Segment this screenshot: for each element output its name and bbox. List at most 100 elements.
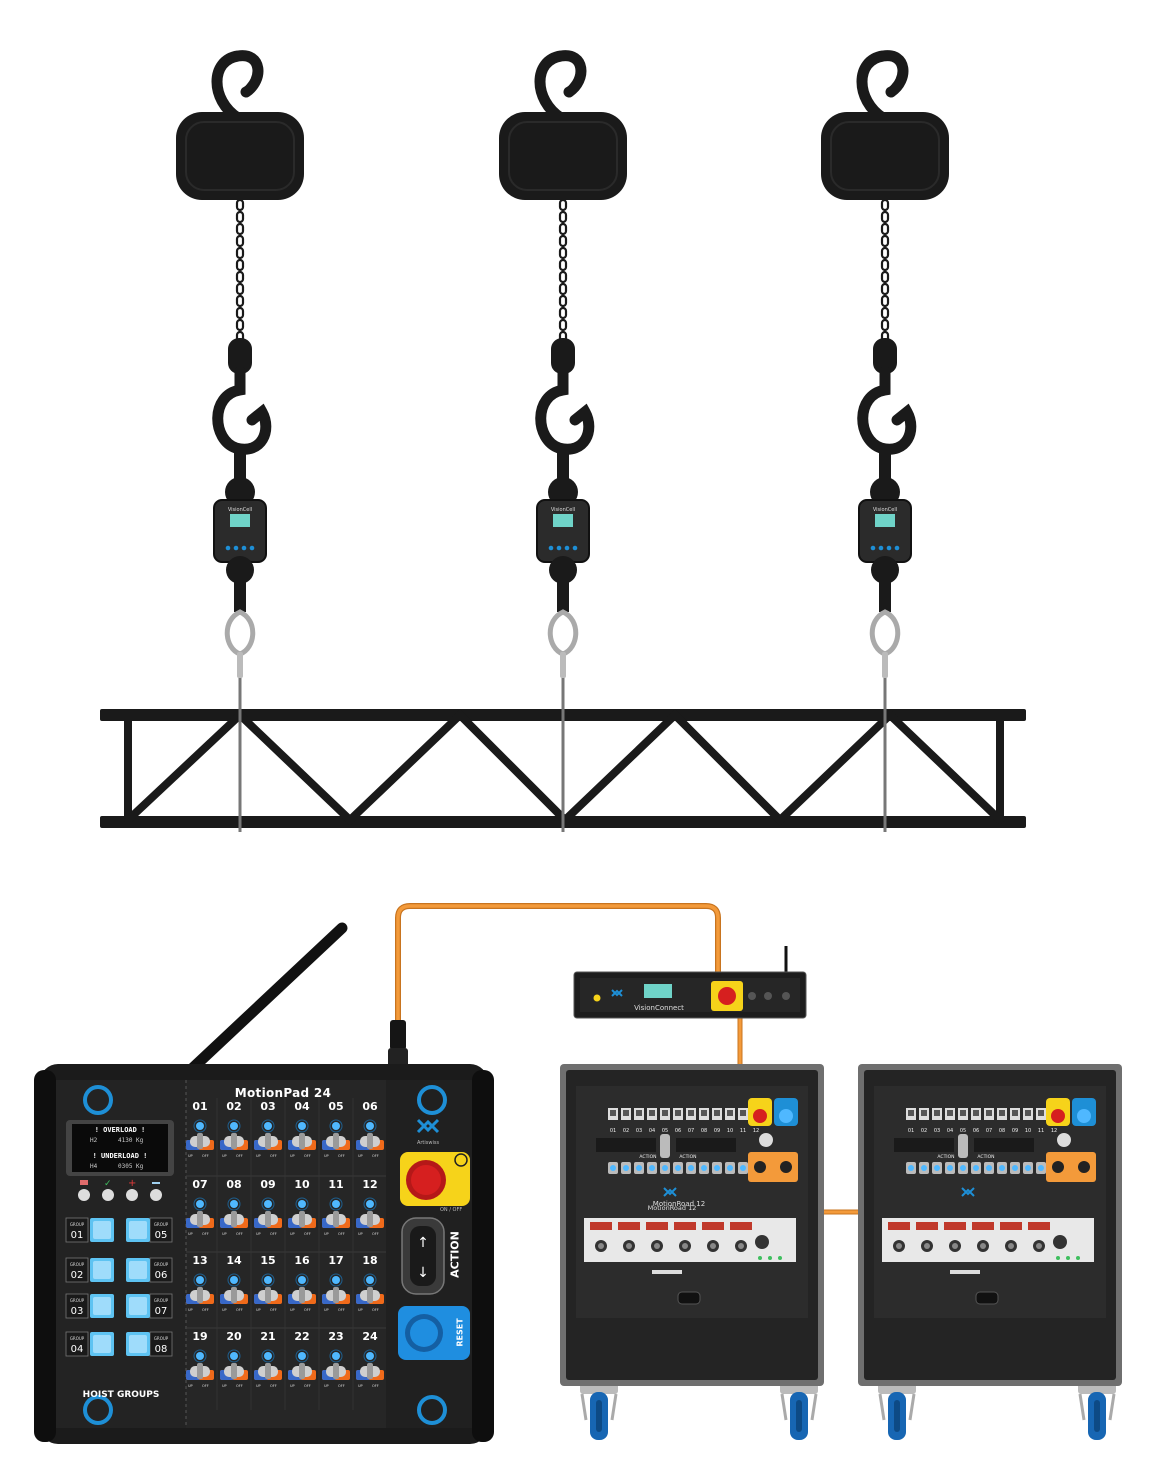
rack-channel-number: 11 — [740, 1128, 746, 1134]
toggle-label-up: UP — [358, 1308, 363, 1312]
channel-number: 11 — [328, 1178, 343, 1191]
group-button-06[interactable]: GROUP 06 — [126, 1257, 173, 1283]
toggle-label-off: OFF — [338, 1154, 345, 1158]
emergency-stop-button[interactable] — [400, 1152, 470, 1206]
channel-number: 03 — [260, 1100, 275, 1113]
rack-channel-number: 10 — [727, 1128, 733, 1134]
chain-hoist-icon: VisionCell — [821, 50, 949, 832]
group-button-08[interactable]: GROUP 08 — [126, 1331, 173, 1357]
channel-number: 23 — [328, 1330, 343, 1343]
channel-number: 09 — [260, 1178, 275, 1191]
toggle-label-off: OFF — [372, 1384, 379, 1388]
toggle-label-up: UP — [290, 1308, 295, 1312]
toggle-label-up: UP — [188, 1308, 193, 1312]
toggle-label-up: UP — [256, 1308, 261, 1312]
reset-label: RESET — [455, 1318, 465, 1347]
toggle-label-off: OFF — [372, 1232, 379, 1236]
rack-channel-number: 02 — [623, 1128, 629, 1134]
rack-action-label: ACTION — [977, 1154, 994, 1160]
group-number: 04 — [71, 1344, 84, 1355]
display-hoist-id-1: H2 — [90, 1137, 98, 1144]
loadcell-label: VisionCell — [228, 507, 252, 513]
chain-hoist-icon: VisionCell — [176, 50, 304, 832]
onoff-label: ON / OFF — [440, 1207, 463, 1213]
corner-ring-icon — [83, 1085, 447, 1425]
toggle-label-off: OFF — [338, 1232, 345, 1236]
hoist-groups-label: HOIST GROUPS — [82, 1390, 160, 1400]
toggle-label-up: UP — [324, 1232, 329, 1236]
rack-channel-number: 01 — [908, 1128, 914, 1134]
rack-channel-number: 08 — [701, 1128, 707, 1134]
channel-number: 13 — [192, 1254, 207, 1267]
channel-number: 12 — [362, 1178, 377, 1191]
group-word: GROUP — [154, 1262, 169, 1267]
channel-number: 20 — [226, 1330, 242, 1343]
menu-buttons: ✓ + — [78, 1178, 162, 1201]
group-number: 06 — [155, 1270, 168, 1281]
group-word: GROUP — [154, 1298, 169, 1303]
group-word: GROUP — [154, 1336, 169, 1341]
toggle-label-off: OFF — [236, 1308, 243, 1312]
rack-channel-number: 10 — [1025, 1128, 1031, 1134]
toggle-label-off: OFF — [236, 1154, 243, 1158]
toggle-label-up: UP — [188, 1384, 193, 1388]
reset-button[interactable] — [398, 1306, 470, 1360]
svg-text:↑: ↑ — [417, 1235, 429, 1251]
toggle-label-off: OFF — [270, 1384, 277, 1388]
toggle-label-up: UP — [256, 1232, 261, 1236]
loadcell-label: VisionCell — [873, 507, 897, 513]
toggle-label-off: OFF — [304, 1232, 311, 1236]
group-number: 05 — [155, 1230, 168, 1241]
toggle-label-off: OFF — [338, 1308, 345, 1312]
toggle-label-up: UP — [222, 1308, 227, 1312]
rack-channel-number: 08 — [999, 1128, 1005, 1134]
toggle-label-off: OFF — [372, 1154, 379, 1158]
rack-channel-number: 11 — [1038, 1128, 1044, 1134]
action-rocker[interactable]: ↑ ↓ — [401, 1217, 445, 1295]
toggle-label-off: OFF — [202, 1308, 209, 1312]
display-line-underload: ! UNDERLOAD ! — [92, 1152, 148, 1160]
channel-number: 06 — [362, 1100, 378, 1113]
rack-channel-number: 09 — [1012, 1128, 1018, 1134]
caster-wheel-icon — [1078, 1378, 1116, 1440]
toggle-label-up: UP — [222, 1232, 227, 1236]
toggle-label-off: OFF — [372, 1308, 379, 1312]
rack-channel-number: 09 — [714, 1128, 720, 1134]
group-number: 08 — [155, 1344, 168, 1355]
toggle-label-off: OFF — [236, 1232, 243, 1236]
rack-action-label: ACTION — [679, 1154, 696, 1160]
channel-number: 17 — [328, 1254, 343, 1267]
